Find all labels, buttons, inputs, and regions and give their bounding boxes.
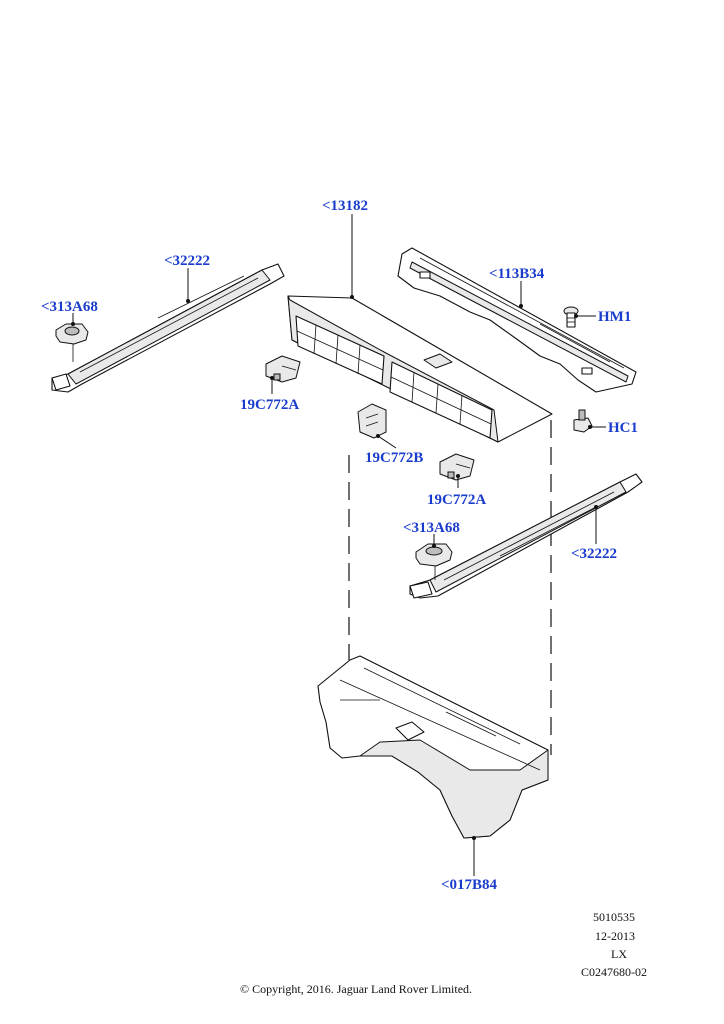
callout-313a68-left[interactable]: <313A68 — [41, 299, 98, 315]
part-hm1-fastener[interactable] — [563, 306, 579, 328]
callout-32222-left[interactable]: <32222 — [164, 253, 210, 269]
part-clip-19c772b[interactable] — [357, 403, 387, 439]
callout-19c772a-right[interactable]: 19C772A — [427, 492, 486, 508]
callout-313a68-right[interactable]: <313A68 — [403, 520, 460, 536]
callout-19c772b[interactable]: 19C772B — [365, 450, 423, 466]
meta-drawing-number: C0247680-02 — [581, 965, 647, 979]
callout-19c772a-left[interactable]: 19C772A — [240, 397, 299, 413]
callout-113b34[interactable]: <113B34 — [489, 266, 545, 282]
part-rear-panel[interactable] — [397, 247, 637, 393]
part-clip-19c772a-left[interactable] — [265, 355, 301, 383]
callout-hm1[interactable]: HM1 — [598, 309, 631, 325]
callout-017b84[interactable]: <017B84 — [441, 877, 498, 893]
meta-model: LX — [611, 947, 627, 961]
leader-lines — [71, 214, 606, 876]
callout-hc1[interactable]: HC1 — [608, 420, 638, 436]
meta-code: 5010535 — [593, 910, 635, 924]
part-clip-19c772a-right[interactable] — [439, 453, 475, 481]
part-left-sill-trim[interactable] — [51, 263, 285, 393]
part-hc1-clip[interactable] — [573, 409, 593, 433]
alignment-lines — [348, 420, 552, 755]
copyright-notice: © Copyright, 2016. Jaguar Land Rover Lim… — [240, 982, 472, 996]
part-left-clip[interactable] — [55, 323, 89, 362]
callout-32222-right[interactable]: <32222 — [571, 546, 617, 562]
part-spare-wheel-well[interactable] — [317, 655, 549, 839]
part-right-sill-trim[interactable] — [409, 473, 643, 599]
callout-13182[interactable]: <13182 — [322, 198, 368, 214]
meta-date: 12-2013 — [595, 929, 635, 943]
part-main-trim-panel[interactable] — [287, 295, 553, 443]
